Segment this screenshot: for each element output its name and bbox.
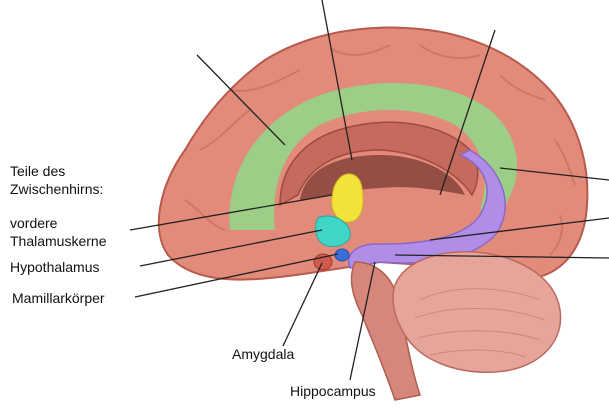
amygdala-label: Amygdala [232,345,294,363]
intro-line-1: Teile des [10,162,103,180]
intro-label: Teile des Zwischenhirns: [10,162,103,198]
thalamus-line-1: vordere [10,214,107,232]
cerebrum-outer [159,28,588,280]
mamillary-label: Mamillarkörper [12,289,105,307]
hypothalamus-label: Hypothalamus [10,258,100,276]
mamillary-body [335,249,349,261]
thalamus-line-2: Thalamuskerne [10,232,107,250]
intro-line-2: Zwischenhirns: [10,180,103,198]
hippocampus-label: Hippocampus [290,382,376,400]
thalamus-label: vordere Thalamuskerne [10,214,107,250]
